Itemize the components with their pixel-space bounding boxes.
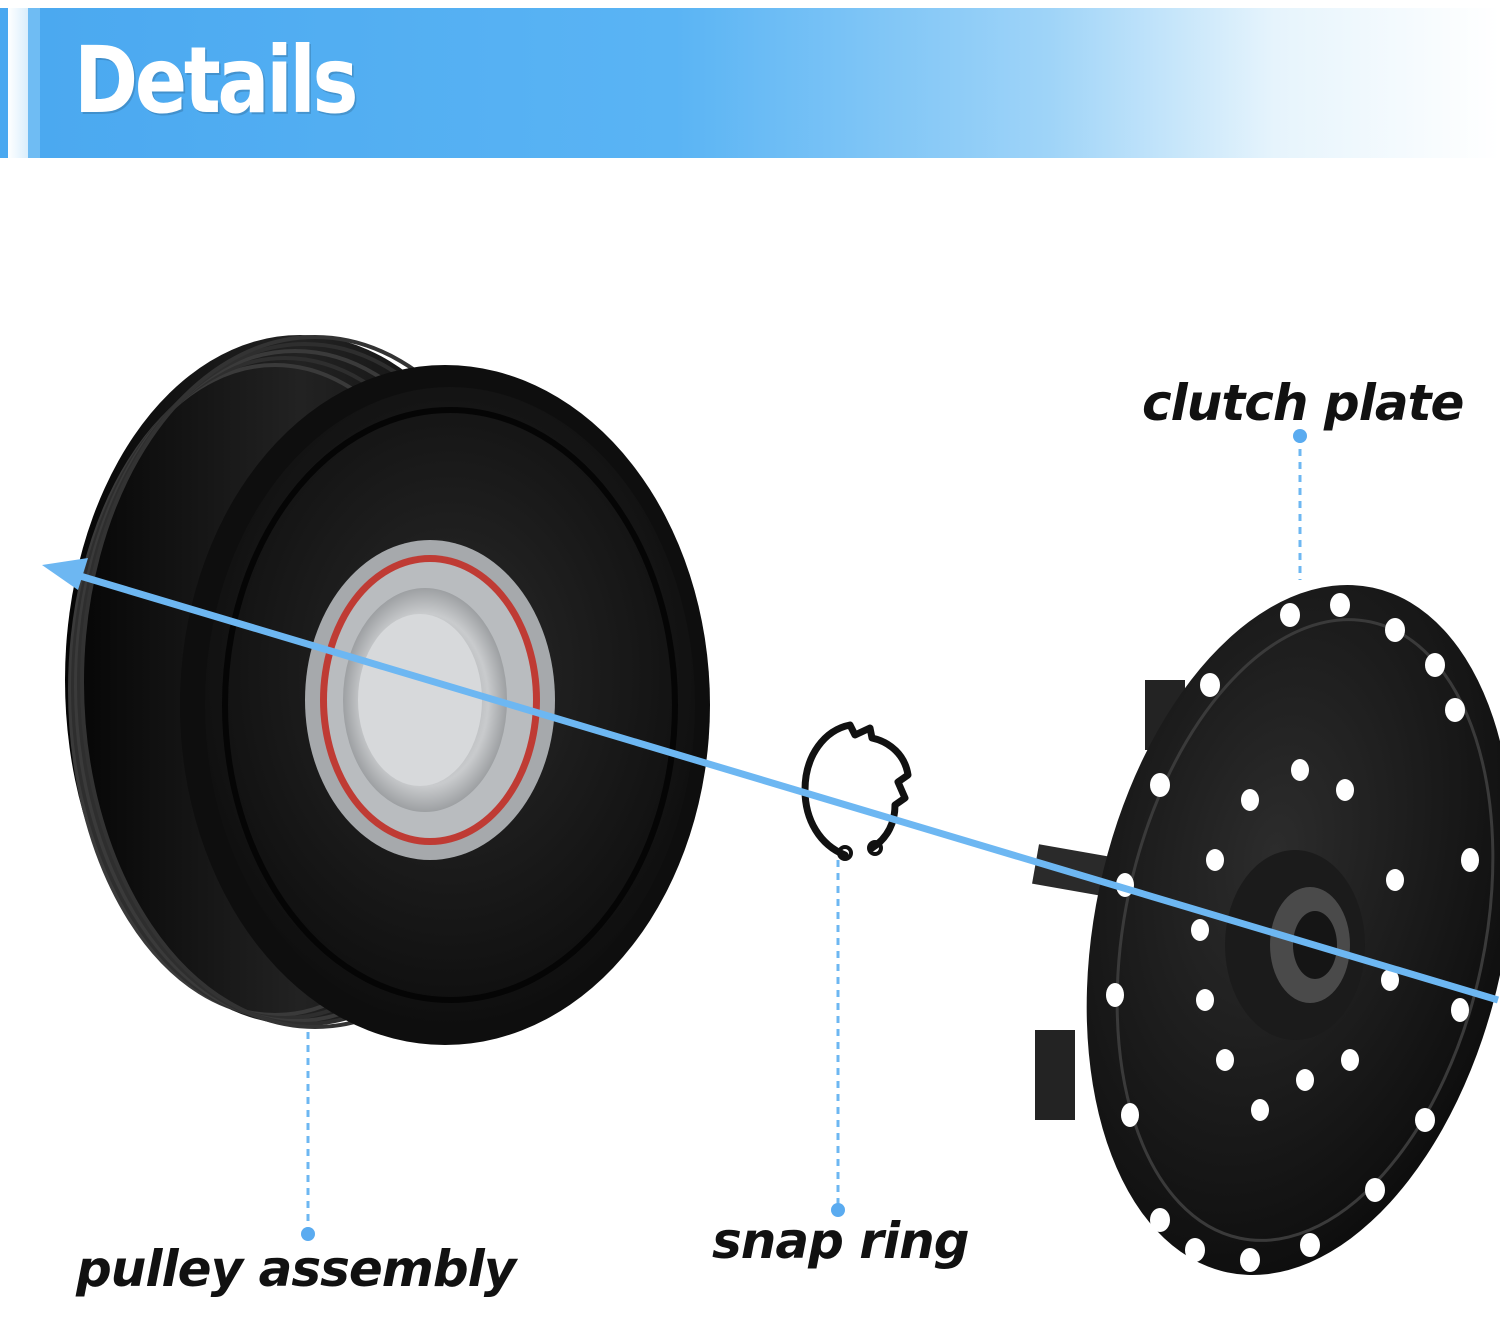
snap-ring-label: snap ring	[712, 1212, 969, 1270]
label-leader-lines	[306, 436, 1302, 1234]
label-anchor-dots	[301, 429, 1307, 1241]
assembly-axis	[42, 558, 1500, 1004]
clutch-plate-label: clutch plate	[1142, 374, 1464, 432]
clutch-plate-image	[1032, 585, 1500, 1275]
snap-ring-image	[801, 721, 912, 861]
pulley-assembly-label: pulley assembly	[76, 1240, 516, 1298]
header-accent-bar	[28, 8, 40, 158]
header-banner	[0, 8, 1500, 158]
header-accent-stripe	[8, 8, 28, 158]
page-title: Details	[74, 27, 358, 134]
pulley-assembly-image	[65, 335, 710, 1045]
